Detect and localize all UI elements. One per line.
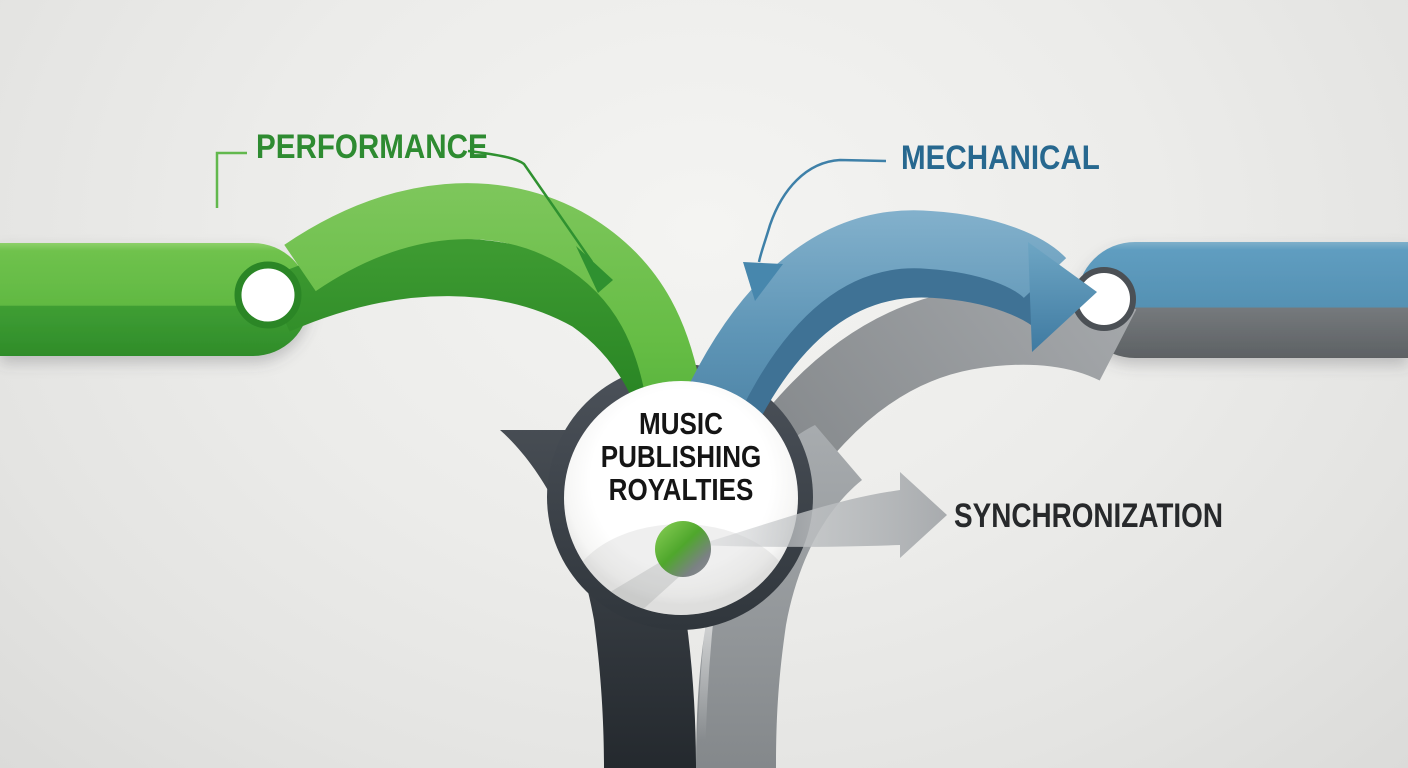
hub-title-line-2: PUBLISHING	[600, 439, 762, 474]
mechanical-ribbon-top	[673, 210, 1067, 442]
mechanical-callout	[743, 158, 887, 301]
synchronization-label: SYNCHRONIZATION	[954, 497, 1223, 535]
hub-title-line-3: ROYALTIES	[608, 472, 754, 507]
performance-source-bar	[0, 243, 310, 356]
mechanical-label: MECHANICAL	[901, 139, 1100, 177]
hub-title: MUSIC PUBLISHING ROYALTIES	[580, 407, 782, 506]
synchronization-arrow	[697, 472, 947, 558]
performance-label: PERFORMANCE	[256, 128, 488, 166]
performance-bar-eyelet	[234, 261, 302, 329]
performance-bracket-line	[215, 151, 247, 208]
mechanical-arrowhead	[1028, 242, 1097, 352]
mechanical-ribbon	[673, 210, 1078, 462]
performance-callout	[215, 149, 613, 293]
performance-pointer-arrowhead	[576, 246, 613, 293]
mechanical-target-bar	[1077, 242, 1408, 358]
hub-title-line-1: MUSIC	[639, 406, 723, 441]
performance-pointer-line	[467, 149, 594, 263]
mechanical-pointer-arrowhead	[743, 262, 783, 301]
hub-green-dot	[655, 521, 711, 577]
mechanical-pointer-line	[757, 158, 887, 263]
performance-ribbon-top	[284, 183, 706, 429]
